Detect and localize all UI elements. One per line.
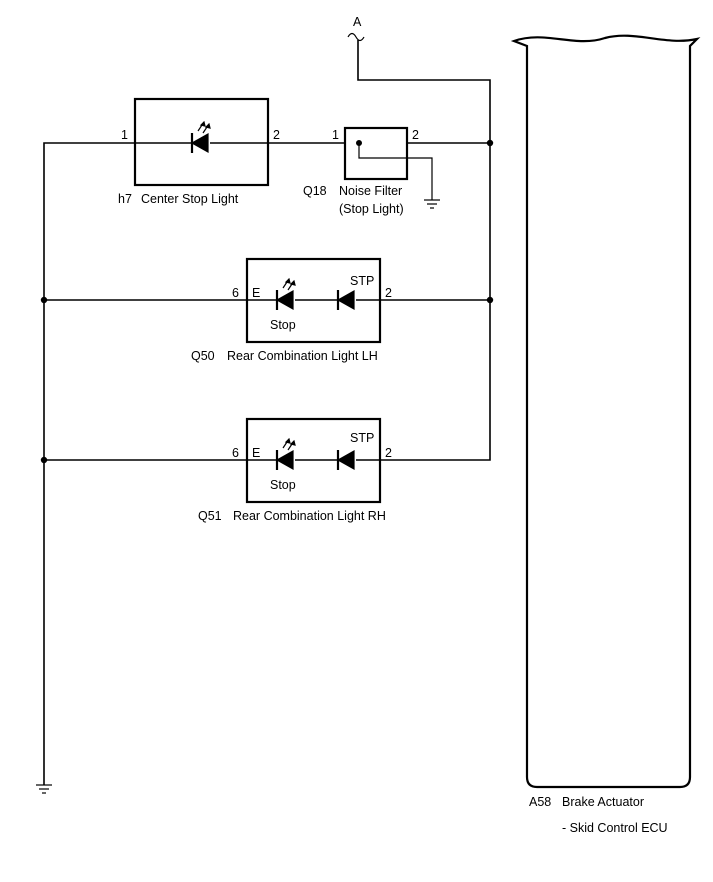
- pin-2-label: 2: [412, 128, 419, 142]
- noise-filter-box: [343, 126, 409, 181]
- brake-actuator: A58 Brake Actuator - Skid Control ECU: [510, 34, 701, 835]
- led-icon: [275, 437, 296, 471]
- rear-combination-light-rh: 6 E 2 STP Stop Q51 Rear Combination Ligh…: [44, 417, 392, 523]
- ground-symbol-left: [36, 784, 52, 794]
- pin-2-label: 2: [273, 128, 280, 142]
- rear-lh-code: Q50: [191, 349, 215, 363]
- rear-combination-light-lh: 6 E 2 STP Stop Q50 Rear Combination Ligh…: [44, 257, 490, 363]
- brake-actuator-code: A58: [529, 795, 551, 809]
- wire-stp-feed: [357, 40, 491, 461]
- pin-1-label: 1: [332, 128, 339, 142]
- center-stop-light-name: Center Stop Light: [141, 192, 239, 206]
- led-icon: [275, 277, 296, 311]
- pin-6-label: 6: [232, 446, 239, 460]
- center-stop-light-code: h7: [118, 192, 132, 206]
- rear-rh-code: Q51: [198, 509, 222, 523]
- center-stop-light-box: [133, 97, 270, 187]
- pin-2-label: 2: [385, 446, 392, 460]
- noise-filter-sub: (Stop Light): [339, 202, 404, 216]
- pin-2-label: 2: [385, 286, 392, 300]
- rear-lh-name: Rear Combination Light LH: [227, 349, 378, 363]
- pin-stp-label: STP: [350, 274, 374, 288]
- lamp-label: Stop: [270, 318, 296, 332]
- pin-stp-label: STP: [350, 431, 374, 445]
- connector-a-label: A: [353, 15, 362, 29]
- wire-break-symbol: [347, 32, 365, 42]
- filter-ground-wire: [358, 143, 433, 200]
- brake-actuator-sub: - Skid Control ECU: [562, 821, 668, 835]
- led-icon: [190, 120, 211, 154]
- pin-1-label: 1: [121, 128, 128, 142]
- wire-ground-bus: [43, 142, 135, 785]
- pin-6-label: 6: [232, 286, 239, 300]
- brake-actuator-box: [510, 34, 701, 789]
- lamp-label: Stop: [270, 478, 296, 492]
- connector-a: A: [347, 15, 491, 461]
- pin-e-label: E: [252, 446, 260, 460]
- diode-icon: [336, 289, 355, 311]
- pin-e-label: E: [252, 286, 260, 300]
- noise-filter: 1 2 Q18 Noise Filter (Stop Light): [303, 126, 490, 216]
- noise-filter-code: Q18: [303, 184, 327, 198]
- center-stop-light: 1 2 h7 Center Stop Light: [118, 97, 345, 206]
- brake-actuator-name: Brake Actuator: [562, 795, 644, 809]
- ground-icon: [424, 199, 440, 209]
- rear-rh-name: Rear Combination Light RH: [233, 509, 386, 523]
- noise-filter-name: Noise Filter: [339, 184, 402, 198]
- diode-icon: [336, 449, 355, 471]
